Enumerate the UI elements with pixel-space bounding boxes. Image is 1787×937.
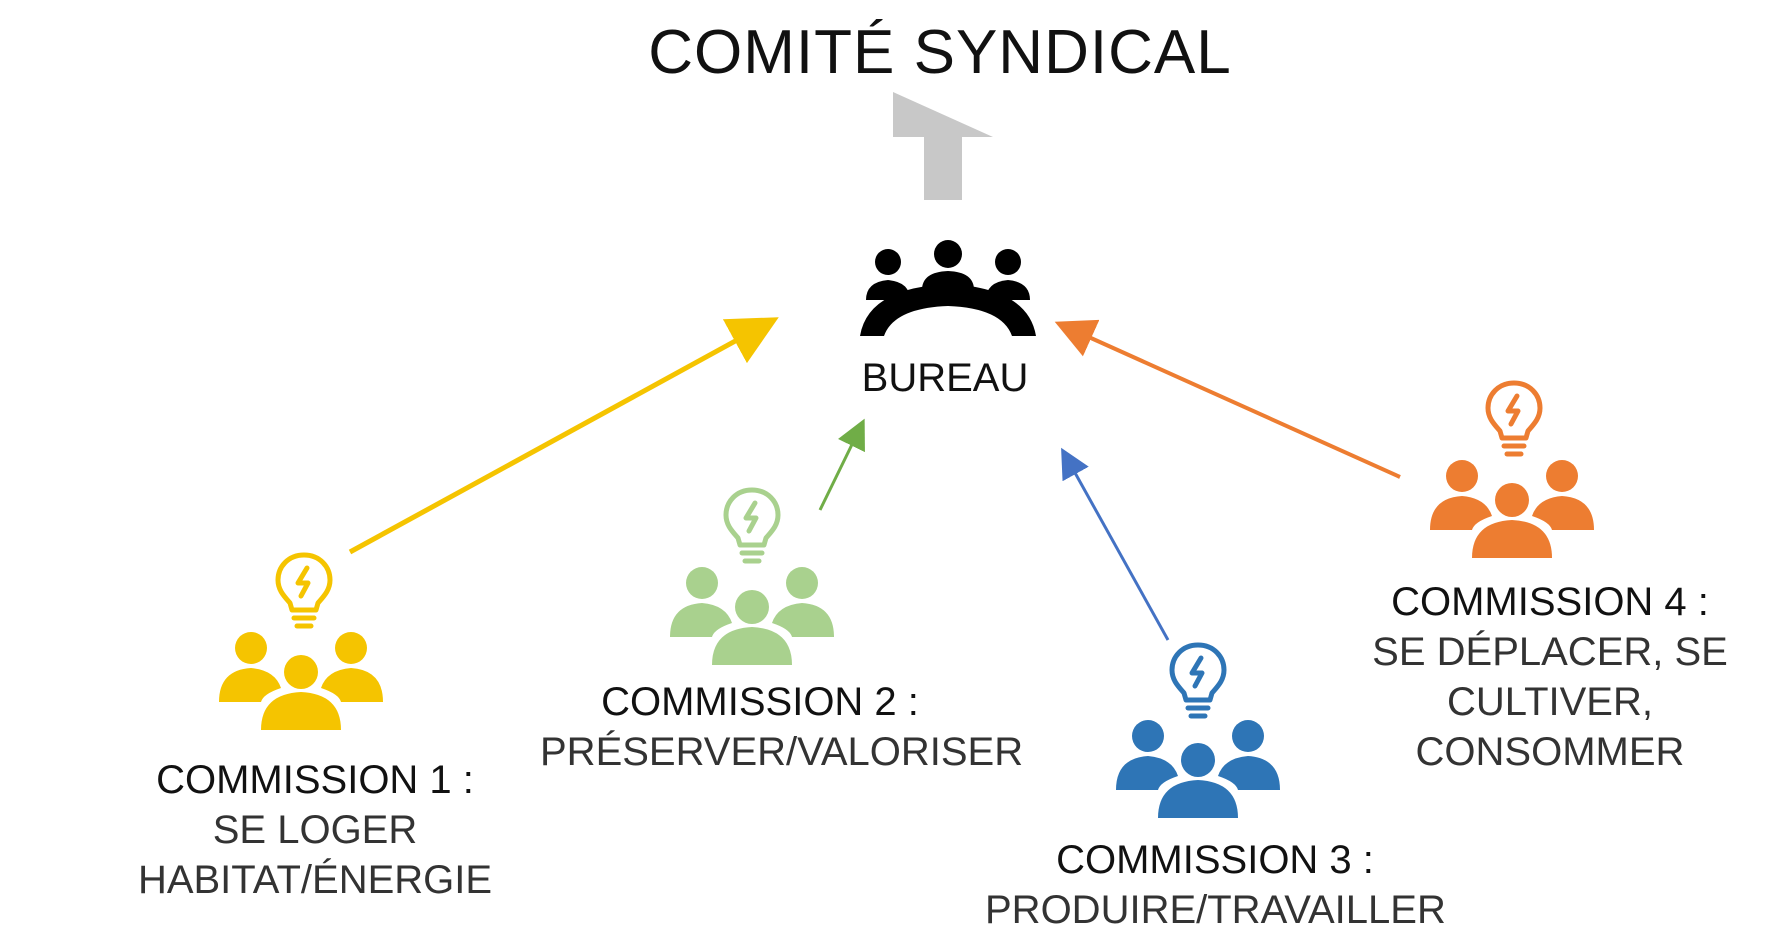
diagram-title: COMITÉ SYNDICAL bbox=[648, 18, 1232, 87]
meeting-table-icon bbox=[860, 240, 1036, 336]
arrow-commission-2 bbox=[818, 418, 865, 511]
arrow-commission-4 bbox=[1054, 319, 1401, 479]
commission-1-line-1: SE LOGER bbox=[212, 808, 418, 852]
lightbulb-icon bbox=[275, 552, 333, 629]
arrow-commission-3 bbox=[1061, 447, 1170, 641]
commission-4-line-3: CONSOMMER bbox=[1415, 730, 1685, 774]
commission-4-line-1: SE DÉPLACER, SE bbox=[1372, 630, 1728, 674]
arrow-commission-1 bbox=[348, 317, 779, 555]
commission-4-line-2: CULTIVER, bbox=[1447, 680, 1653, 724]
commission-2-title: COMMISSION 2 : bbox=[601, 680, 919, 724]
commission-4-title: COMMISSION 4 : bbox=[1391, 580, 1709, 624]
people-group-icon bbox=[670, 567, 834, 665]
commission-1-label: COMMISSION 1 : SE LOGER HABITAT/ÉNERGIE bbox=[120, 760, 510, 900]
commission-1-title: COMMISSION 1 : bbox=[156, 758, 474, 802]
up-arrow bbox=[893, 92, 993, 200]
people-group-icon bbox=[1116, 720, 1280, 818]
commission-4-label: COMMISSION 4 : SE DÉPLACER, SE CULTIVER,… bbox=[1360, 582, 1740, 772]
commission-1-line-2: HABITAT/ÉNERGIE bbox=[137, 858, 493, 902]
lightbulb-icon bbox=[1169, 642, 1227, 719]
bureau-label: BUREAU bbox=[861, 356, 1029, 400]
commission-3-line-1: PRODUIRE/TRAVAILLER bbox=[985, 888, 1446, 932]
lightbulb-icon bbox=[723, 487, 781, 564]
commission-2-line-1: PRÉSERVER/VALORISER bbox=[540, 730, 1024, 774]
commission-3-label: COMMISSION 3 : PRODUIRE/TRAVAILLER bbox=[985, 838, 1446, 932]
people-group-icon bbox=[219, 632, 383, 730]
people-group-icon bbox=[1430, 460, 1594, 558]
lightbulb-icon bbox=[1485, 380, 1543, 457]
commission-3-title: COMMISSION 3 : bbox=[1056, 838, 1374, 882]
commission-2-label: COMMISSION 2 : PRÉSERVER/VALORISER bbox=[540, 680, 1024, 774]
